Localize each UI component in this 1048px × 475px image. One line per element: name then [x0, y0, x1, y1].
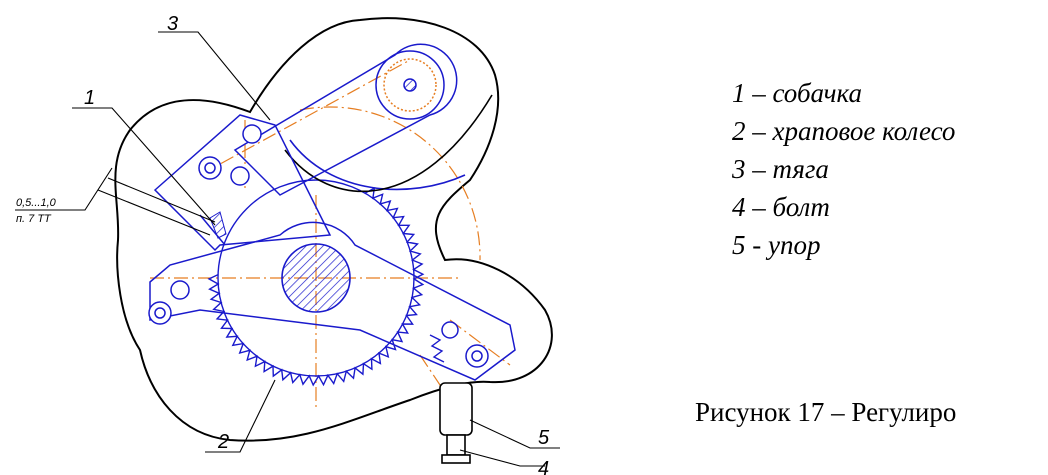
callout-5: 5 [538, 427, 550, 449]
stop-and-bolt [439, 382, 473, 464]
legend-item-1: 1 – собачка [732, 78, 863, 108]
sector-arc [289, 139, 466, 191]
pawl-lever [153, 114, 332, 252]
sector-arc-outer [284, 94, 493, 193]
legend-item-3: 3 – тяга [732, 154, 829, 184]
hub [281, 243, 351, 313]
main-lever [149, 221, 516, 381]
dimension-note: п. 7 ТТ [16, 213, 52, 225]
callout-1: 1 [84, 87, 95, 109]
pawl-tip [209, 211, 227, 239]
legend-item-5: 5 - упор [732, 230, 821, 260]
link-rod [233, 43, 458, 196]
dimension-value: 0,5...1,0 [16, 197, 57, 209]
legend-item-4: 4 – болт [732, 192, 830, 222]
legend-item-2: 2 – храповое колесо [732, 116, 956, 146]
fasteners [148, 124, 489, 368]
callout-3: 3 [167, 13, 178, 35]
mechanism-drawing: 3 1 2 5 4 0,5...1,0 п. 7 ТТ [15, 13, 560, 475]
figure-caption: Рисунок 17 – Регулиро [695, 397, 957, 427]
callout-2: 2 [217, 431, 229, 453]
housing-outline [114, 17, 553, 442]
callout-4: 4 [538, 458, 549, 475]
spring [429, 334, 445, 363]
leader-lines [15, 31, 560, 467]
ratchet-wheel [207, 179, 425, 387]
legend: 1 – собачка 2 – храповое колесо 3 – тяга… [732, 74, 955, 264]
